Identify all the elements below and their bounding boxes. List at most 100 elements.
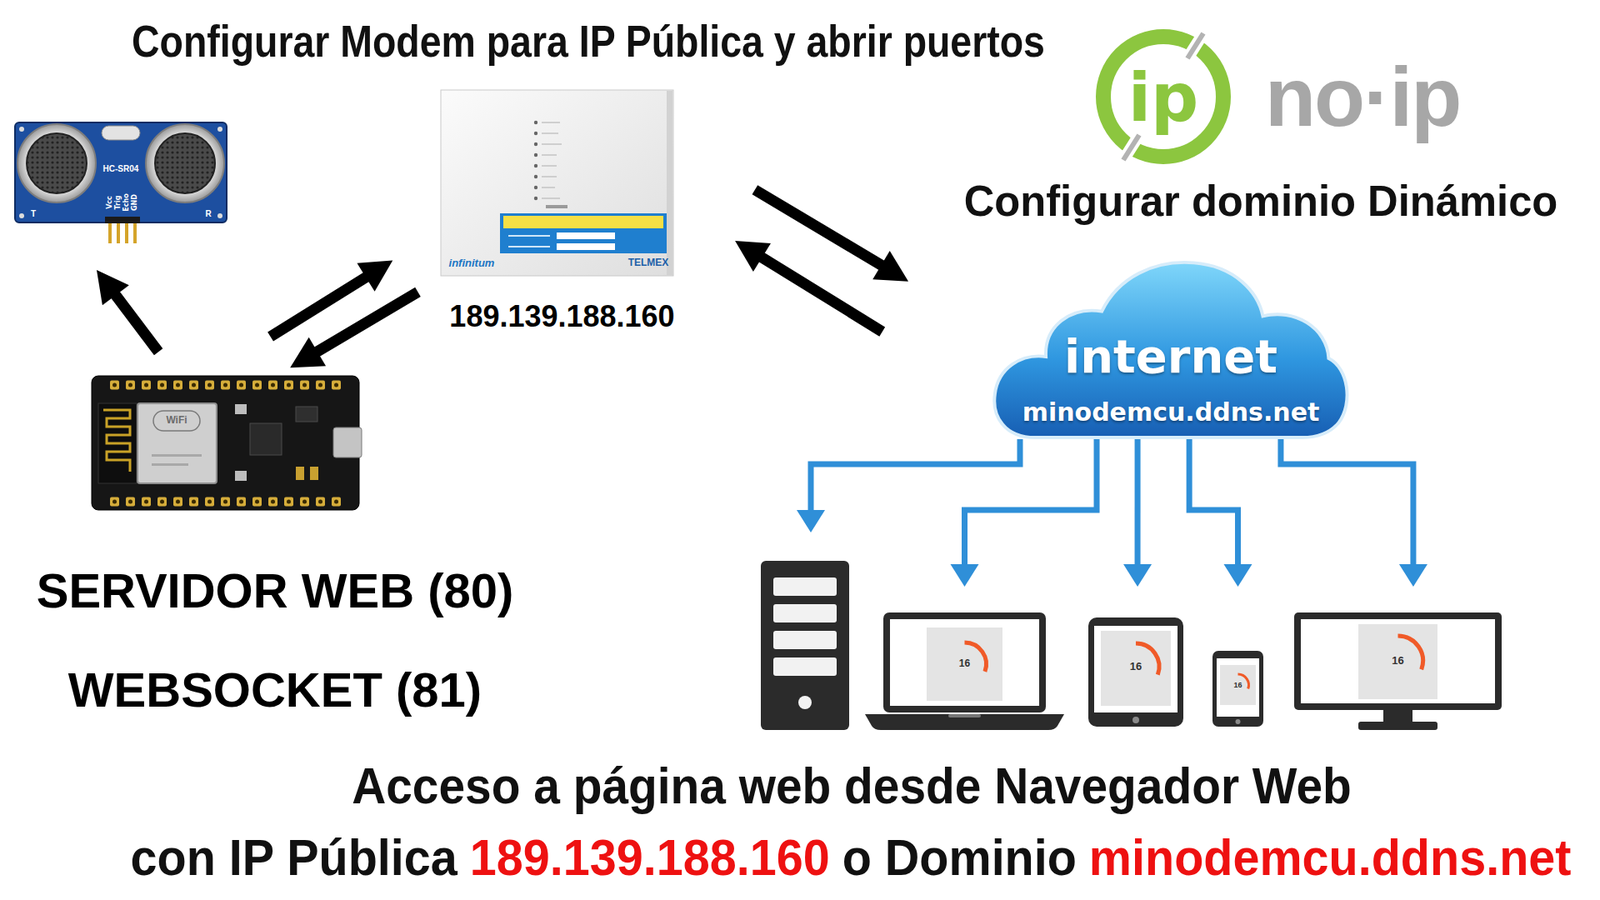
arrow-shaft — [1135, 439, 1141, 565]
node-text: minodemcu.ddns.net — [1022, 398, 1320, 428]
nodemcu-illustration-part — [106, 495, 345, 508]
phone-illustration-part — [1235, 719, 1241, 725]
node-text: 16 — [1233, 680, 1242, 690]
arrow-connector — [96, 270, 159, 352]
laptop-illustration-part — [890, 619, 1040, 706]
arrow-shaft — [316, 291, 418, 352]
cloud-outline — [994, 262, 1347, 438]
logo-ring-part — [1123, 33, 1204, 160]
arrow-head — [356, 260, 393, 292]
nodemcu-illustration-part — [151, 454, 202, 457]
modem-router: 189.139.188.160 — [440, 90, 684, 337]
brand-label: infinitum — [449, 257, 495, 270]
client-device: 16 — [1294, 612, 1502, 730]
laptop-illustration-part — [926, 627, 1003, 701]
arrow-head — [950, 564, 980, 587]
arrow-connector — [735, 240, 883, 332]
nodemcu-illustration-part — [153, 410, 200, 431]
caption-text: o Dominio — [842, 827, 1077, 887]
arrow-connector — [1123, 439, 1152, 587]
modem-illustration-part — [534, 196, 538, 200]
server-link — [796, 439, 1020, 533]
node-text: HC-SR04 — [103, 164, 140, 175]
node-text: 189.139.188.160 — [449, 299, 675, 334]
diagram-title: Configurar Modem para IP Pública y abrir… — [131, 15, 1045, 67]
monitor-illustration-part — [1294, 612, 1502, 710]
tablet-illustration-part — [1088, 617, 1184, 727]
nodemcu-illustration-part — [235, 470, 247, 481]
nodemcu-illustration-part — [98, 403, 137, 484]
modem-illustration-part — [545, 205, 568, 209]
arrow-head — [96, 270, 130, 305]
arrow-head — [1399, 564, 1428, 587]
node-text: 16 — [1391, 655, 1404, 668]
logo-wordmark: no·ip — [1265, 49, 1460, 145]
pin-label: GND — [130, 194, 139, 211]
logo-mark: ip — [1128, 60, 1200, 137]
nodemcu-illustration-part — [106, 379, 345, 391]
server-tower-part — [773, 630, 837, 650]
caption-text: con IP Pública — [130, 827, 458, 887]
pin-label: Vcc — [105, 195, 114, 210]
laptop-illustration-part — [883, 612, 1046, 713]
client-device: 16 — [1212, 650, 1264, 727]
server-tower — [760, 560, 850, 730]
arrow-shaft — [965, 439, 1098, 565]
caption-line: con IP Pública189.139.188.160o Dominiomi… — [130, 827, 1572, 887]
arrow-head — [872, 250, 909, 282]
nodemcu-illustration-part — [103, 410, 130, 472]
nodemcu-illustration-part — [333, 427, 362, 458]
modem-illustration-part — [534, 142, 538, 146]
arrow-shaft — [1280, 439, 1414, 565]
pin-label: Trig — [114, 195, 122, 210]
ultrasonic-sensor-part — [145, 124, 225, 203]
domain-name: minodemcu.ddns.net — [1089, 827, 1572, 887]
ultrasonic-sensor-part — [217, 213, 223, 219]
ultrasonic-sensor-part — [19, 213, 25, 219]
nodemcu-illustration-part — [250, 423, 282, 455]
laptop-illustration-part — [948, 714, 981, 718]
ultrasonic-sensor-part — [155, 133, 215, 194]
nodemcu-illustration-part — [295, 406, 318, 422]
laptop-illustration — [865, 612, 1065, 730]
modem-illustration-part — [508, 235, 550, 247]
modem-illustration-part — [534, 120, 538, 125]
arrow-shaft — [761, 256, 883, 332]
arrow-connector — [950, 439, 1098, 587]
server-link-part — [796, 510, 825, 533]
node-text: 16 — [959, 658, 970, 670]
modem-illustration-part — [534, 153, 538, 157]
modem-illustration — [440, 90, 674, 276]
modem-illustration-part — [534, 185, 538, 190]
laptop-illustration-part — [865, 714, 1065, 730]
phone-illustration-part — [1216, 658, 1260, 717]
phone-illustration — [1212, 650, 1264, 727]
server-tower-part — [798, 695, 812, 710]
ultrasonic-sensor-part — [17, 124, 96, 203]
modem-illustration-part — [541, 122, 562, 199]
arrow-head — [1224, 564, 1253, 587]
module-logo: WiFi — [165, 415, 187, 427]
tablet-illustration-part — [1094, 625, 1178, 713]
server-tower-part — [773, 657, 837, 676]
section-heading: Configurar dominio Dinámico — [964, 176, 1559, 227]
client-device: 16 — [865, 612, 1065, 730]
arrow-shaft — [755, 190, 882, 266]
arrow-shaft — [1189, 439, 1238, 565]
modem-illustration-part — [666, 90, 673, 275]
ultrasonic-sensor-part — [101, 125, 140, 140]
diagram-caption: Acceso a página web desde Navegador Web — [351, 755, 1352, 815]
transducer-mark: R — [205, 209, 211, 220]
tablet-illustration — [1088, 617, 1184, 727]
modem-illustration-part — [556, 243, 615, 250]
nodemcu-illustration-part — [137, 403, 217, 484]
logo-ring — [1103, 33, 1224, 160]
nodemcu-illustration-part — [310, 466, 319, 480]
ultrasonic-sensor-part — [217, 126, 223, 132]
internet-cloud: internetminodemcu.ddns.net — [990, 245, 1352, 440]
pin-label: Echo — [122, 193, 130, 211]
ultrasonic-sensor-part — [105, 216, 140, 224]
ultrasonic-sensor — [15, 122, 227, 244]
modem-illustration-part — [503, 215, 664, 229]
